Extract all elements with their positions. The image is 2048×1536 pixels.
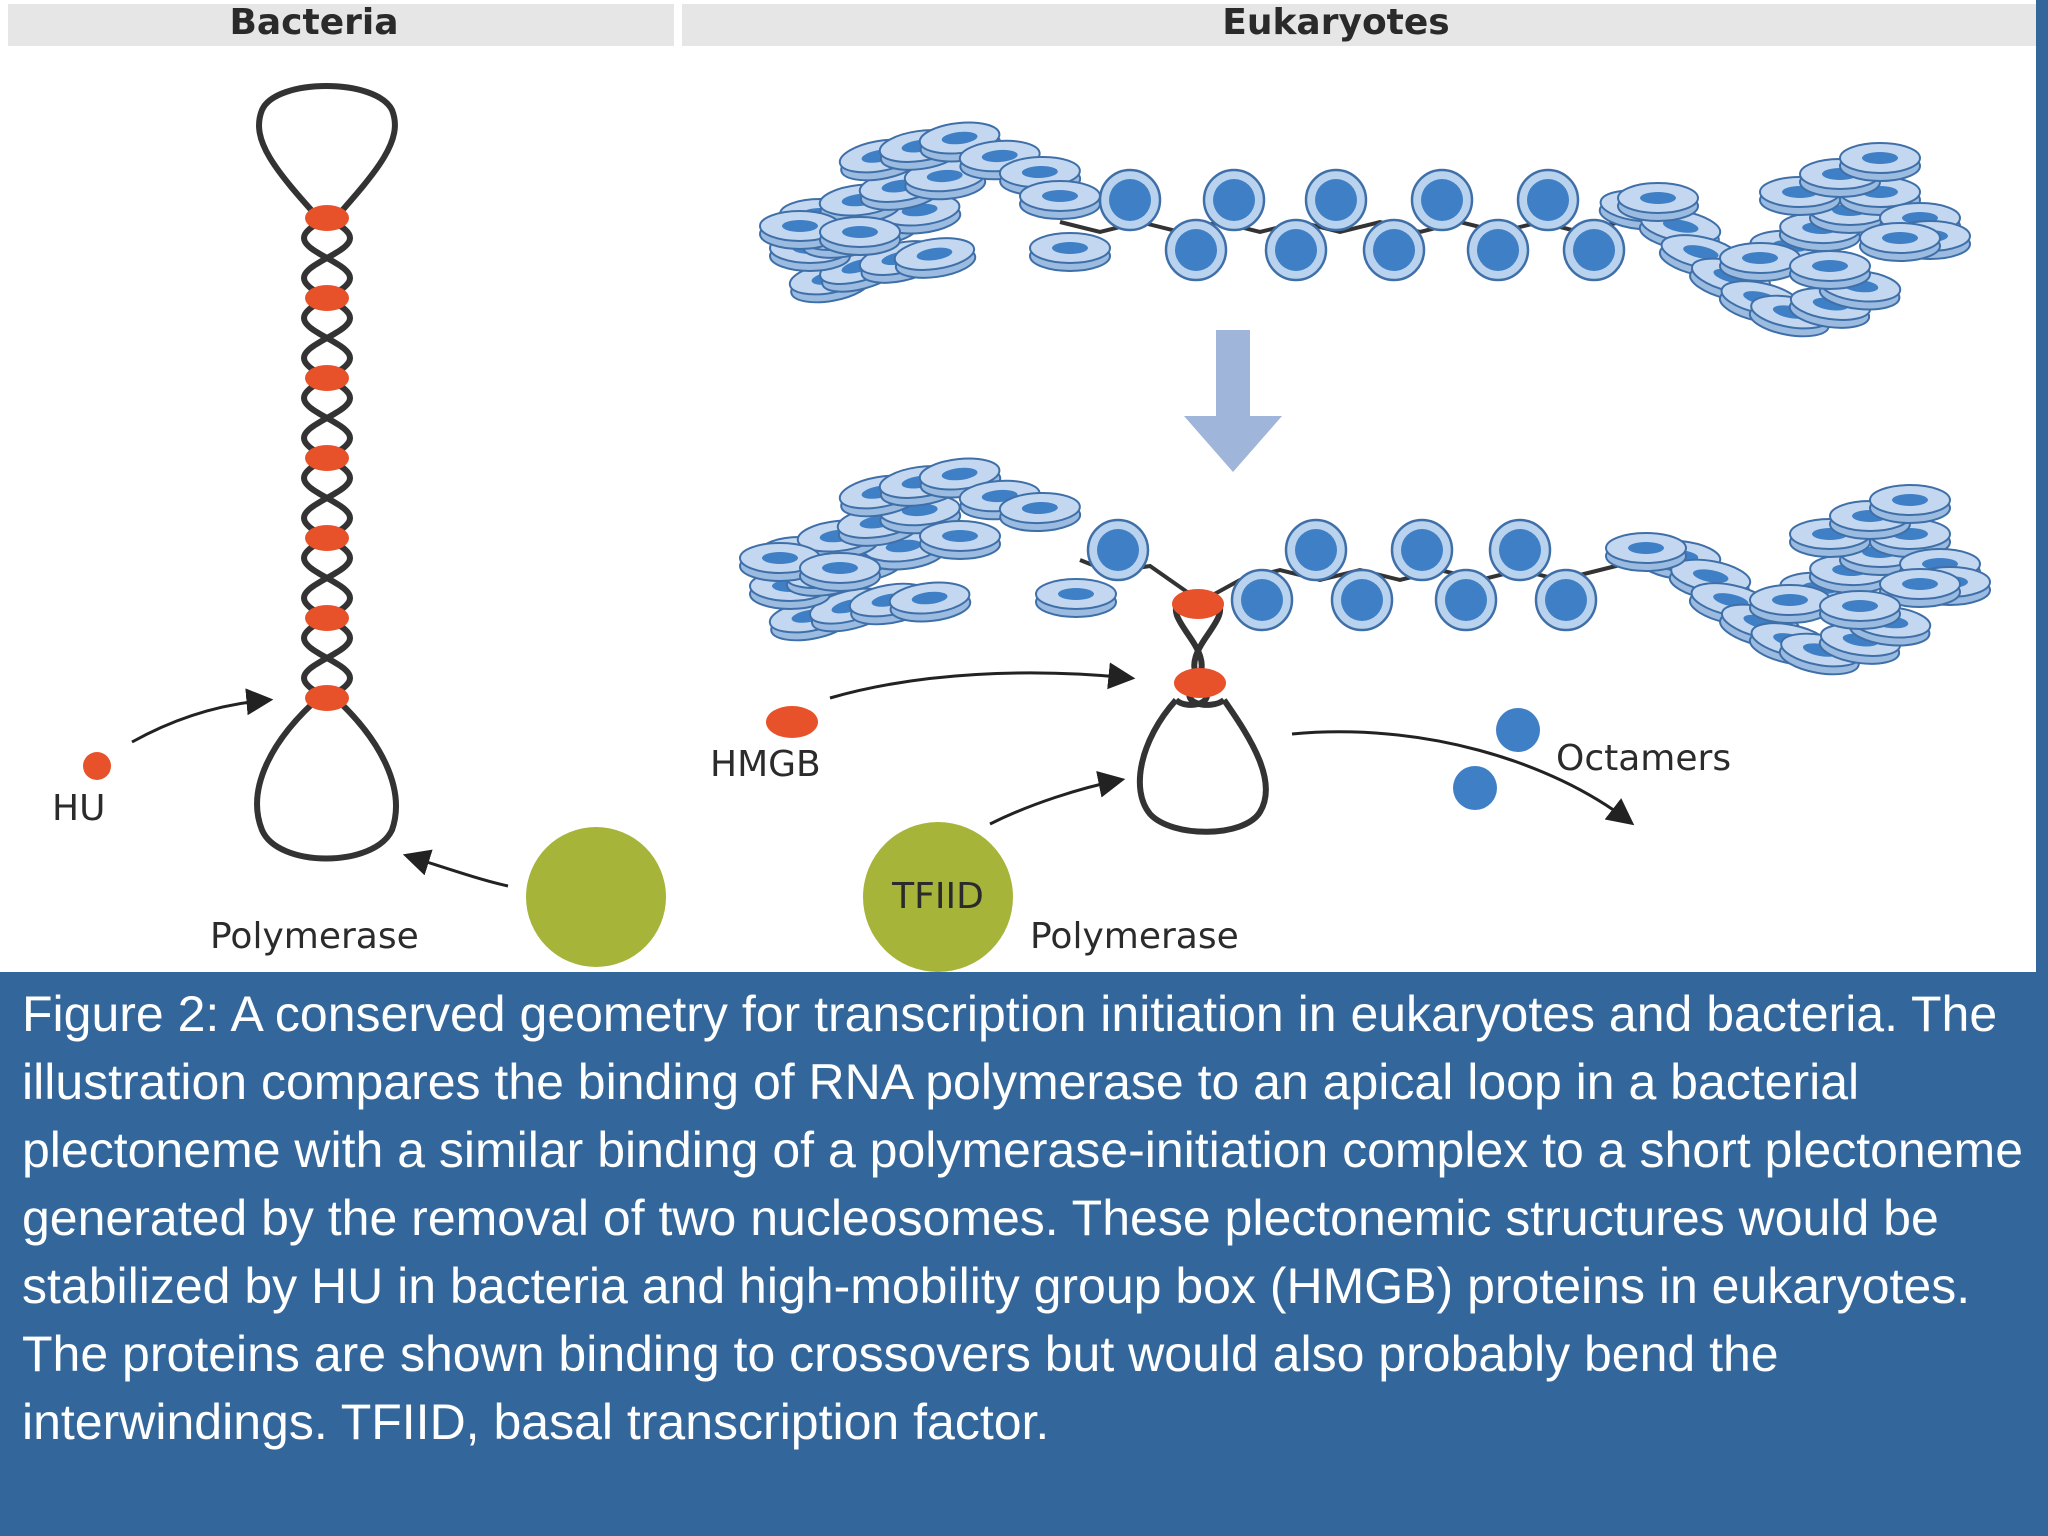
hu-crossover xyxy=(305,365,349,391)
nucleosome-stack-left-remodeled xyxy=(739,453,1082,647)
nucleosome xyxy=(1304,168,1368,232)
hu-crossover xyxy=(305,205,349,231)
header-bacteria: Bacteria xyxy=(8,2,674,46)
nucleosome xyxy=(1264,218,1328,282)
nucleosome xyxy=(1562,218,1626,282)
hmgb-binding-arrow xyxy=(829,662,1136,700)
nucleosome xyxy=(1029,232,1111,272)
hmgb-crossover-1 xyxy=(1172,589,1224,619)
nucleosome xyxy=(1749,584,1831,624)
hu-label: HU xyxy=(52,788,105,829)
nucleosome xyxy=(1086,518,1150,582)
nucleosome xyxy=(1362,218,1426,282)
nucleosome xyxy=(1164,218,1228,282)
nucleosome xyxy=(1330,568,1394,632)
nucleosome xyxy=(919,520,1001,560)
hu-crossover xyxy=(305,685,349,711)
eukaryotic-plectoneme xyxy=(1136,589,1269,835)
polymerase-eukaryote-label: Polymerase xyxy=(1030,916,1239,957)
bacterial-plectoneme xyxy=(254,83,399,862)
nucleosome xyxy=(799,552,881,592)
nucleosome xyxy=(1859,222,1941,262)
nucleosome xyxy=(1434,568,1498,632)
nucleosome xyxy=(1839,142,1921,182)
nucleosome xyxy=(1202,168,1266,232)
polymerase-bacteria-label: Polymerase xyxy=(210,916,419,957)
nucleosome-stack-left xyxy=(759,117,1101,309)
right-edge-bar xyxy=(2036,0,2048,972)
hu-crossover-proteins xyxy=(305,205,349,711)
chromatin-fiber-remodeled xyxy=(739,453,1991,681)
nucleosome-stack-right-remodeled xyxy=(1637,484,1991,681)
nucleosome xyxy=(1390,518,1454,582)
hu-protein xyxy=(83,752,111,780)
nucleosome xyxy=(1617,182,1699,222)
transition-arrow xyxy=(1184,330,1282,472)
nucleosome xyxy=(1869,484,1951,524)
nucleosome-row-remodeled xyxy=(1035,518,1687,632)
tfiid-label: TFIID xyxy=(891,876,984,917)
nucleosome xyxy=(998,490,1082,534)
nucleosome xyxy=(1534,568,1598,632)
hu-crossover xyxy=(305,525,349,551)
hmgb-protein xyxy=(766,706,818,738)
polymerase-eukaryote-arrow xyxy=(989,771,1126,826)
nucleosome xyxy=(1284,518,1348,582)
nucleosome xyxy=(1605,532,1687,572)
nucleosome xyxy=(1019,180,1101,220)
nucleosome xyxy=(1516,168,1580,232)
hu-crossover xyxy=(305,445,349,471)
octamers-label: Octamers xyxy=(1556,738,1731,779)
header-eukaryotes: Eukaryotes xyxy=(682,2,2036,46)
polymerase-bacteria xyxy=(526,827,666,967)
nucleosome xyxy=(1789,250,1871,290)
header-bacteria-label: Bacteria xyxy=(229,2,398,43)
nucleosome xyxy=(1098,168,1162,232)
tfiid-polymerase-complex xyxy=(863,822,1013,972)
nucleosome xyxy=(1819,590,1901,630)
figure-caption: Figure 2: A conserved geometry for trans… xyxy=(0,972,2048,1536)
nucleosome xyxy=(1466,218,1530,282)
hmgb-label: HMGB xyxy=(710,744,821,785)
nucleosome xyxy=(1230,568,1294,632)
octamer-2 xyxy=(1453,766,1497,810)
nucleosome xyxy=(1035,578,1117,618)
header-eukaryotes-label: Eukaryotes xyxy=(1222,2,1449,43)
octamer-release-arrow xyxy=(1291,730,1635,826)
hu-binding-arrow xyxy=(131,688,274,744)
chromatin-fiber-initial xyxy=(759,117,1971,343)
nucleosome xyxy=(1488,518,1552,582)
diagram-figure: Bacteria Eukaryotes HU Polymerase xyxy=(8,2,2036,972)
nucleosome-stack-right xyxy=(1597,142,1971,343)
polymerase-bacteria-arrow xyxy=(402,849,509,888)
hu-crossover xyxy=(305,605,349,631)
hu-crossover xyxy=(305,285,349,311)
hmgb-crossover-2 xyxy=(1174,668,1226,698)
nucleosome xyxy=(1719,242,1801,282)
nucleosome xyxy=(1410,168,1474,232)
octamer-1 xyxy=(1496,708,1540,752)
nucleosome xyxy=(819,216,901,256)
